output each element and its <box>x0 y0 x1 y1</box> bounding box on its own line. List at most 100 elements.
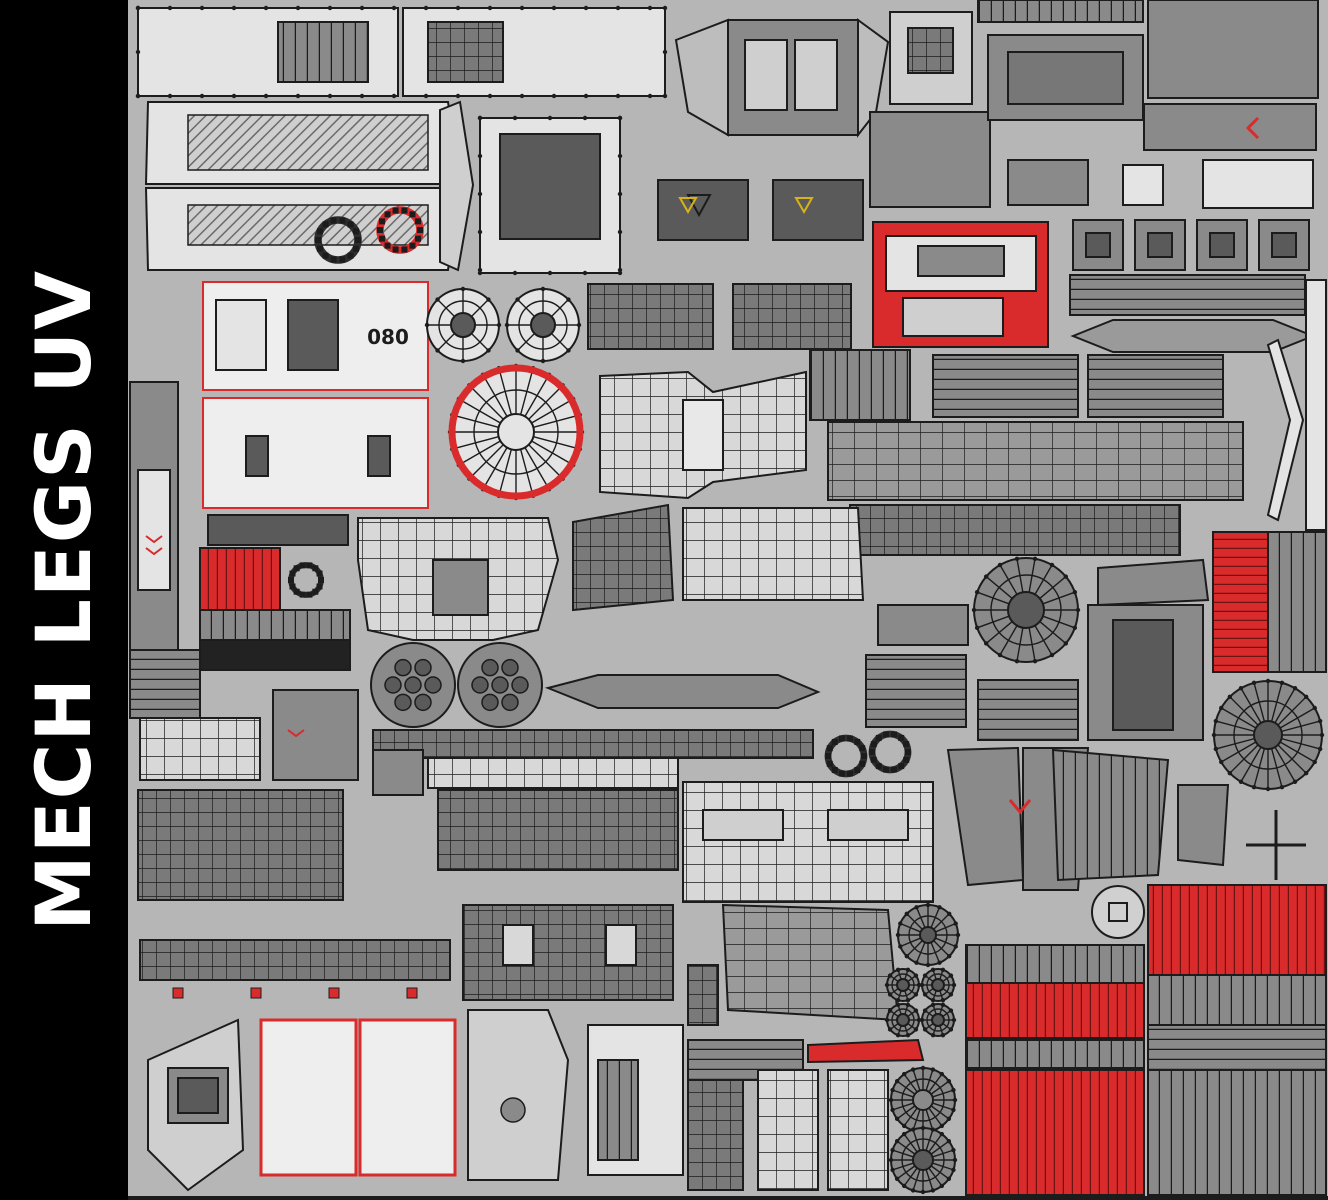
panel-number-decal: 080 <box>367 325 409 349</box>
uv-island-121 <box>597 1059 639 1161</box>
uv-radial-island <box>919 1002 957 1038</box>
uv-island-26 <box>1147 0 1319 99</box>
uv-island-43 <box>1069 274 1306 316</box>
uv-island-89 <box>682 781 934 903</box>
uv-cylinder-cap <box>370 642 456 728</box>
uv-island-100 <box>406 987 418 999</box>
red-border-outline <box>358 1018 457 1177</box>
uv-radial-island <box>504 286 582 364</box>
uv-gear-red <box>376 206 424 254</box>
uv-island-86 <box>427 757 679 789</box>
uv-island-33 <box>1122 164 1164 206</box>
title-sidebar: MECH LEGS UV <box>0 0 128 1200</box>
uv-radial-island <box>919 967 957 1003</box>
uv-gear-black <box>314 216 362 264</box>
uv-island-84 <box>137 789 344 901</box>
red-rim-stroke <box>448 364 584 500</box>
uv-island-117 <box>260 1019 357 1176</box>
uv-island-56 <box>809 349 911 421</box>
uv-radial-island <box>888 1125 958 1195</box>
uv-island-13 <box>744 39 788 111</box>
uv-island-110 <box>965 944 1145 984</box>
uv-island-78 <box>1097 558 1210 607</box>
uv-island-118 <box>359 1019 456 1176</box>
uv-island-46 <box>287 299 339 371</box>
uv-island-111 <box>965 982 1145 1039</box>
uv-island-11 <box>499 133 601 240</box>
uv-radial-island <box>884 1002 922 1038</box>
uv-sheet: 080 <box>128 0 1328 1200</box>
uv-island-9 <box>439 100 475 272</box>
warning-triangle-icon <box>794 197 814 215</box>
uv-island-80 <box>1267 531 1327 673</box>
uv-island-103 <box>605 924 637 966</box>
uv-island-2 <box>277 21 369 83</box>
chevron-down-icon <box>287 729 305 738</box>
uv-vertex-dots <box>135 5 668 99</box>
uv-island-102 <box>502 924 534 966</box>
uv-island-6 <box>187 114 429 171</box>
uv-island-31 <box>902 297 1004 337</box>
uv-sheet-bottom-border <box>128 1196 1328 1200</box>
uv-island-40 <box>1209 232 1235 258</box>
uv-island-108 <box>1147 1024 1327 1071</box>
uv-island-50 <box>367 435 391 477</box>
uv-island-54 <box>587 283 714 350</box>
uv-island-90 <box>702 809 784 841</box>
uv-island-74 <box>865 654 967 728</box>
uv-island-19 <box>772 179 864 241</box>
uv-island-94 <box>1051 748 1170 882</box>
uv-island-109 <box>1147 1069 1327 1196</box>
uv-island-62 <box>682 399 724 471</box>
uv-island-119 <box>467 1009 570 1181</box>
uv-island-67 <box>199 609 351 641</box>
page-title: MECH LEGS UV <box>19 269 108 931</box>
uv-island-30 <box>917 245 1005 277</box>
uv-island-42 <box>1271 232 1297 258</box>
uv-island-97 <box>172 987 184 999</box>
uv-island-91 <box>827 809 909 841</box>
red-border-outline <box>202 397 429 509</box>
uv-island-71 <box>572 503 675 612</box>
uv-radial-island <box>1211 678 1325 792</box>
uv-radial-island <box>888 1065 958 1135</box>
badge-circle <box>1091 885 1145 939</box>
uv-island-52 <box>137 469 171 591</box>
uv-island-65 <box>207 514 349 546</box>
uv-island-116 <box>177 1077 219 1114</box>
uv-island-126 <box>807 1038 925 1064</box>
uv-island-68 <box>199 639 351 671</box>
uv-island-22 <box>869 111 991 208</box>
uv-island-104 <box>721 903 900 1022</box>
uv-island-81 <box>544 674 821 709</box>
uv-radial-island <box>895 902 961 968</box>
uv-island-106 <box>1147 884 1327 976</box>
uv-radial-island <box>884 967 922 1003</box>
uv-gear-small <box>288 562 324 598</box>
uv-island-60 <box>849 504 1181 556</box>
uv-island-17 <box>657 179 749 241</box>
uv-layout-canvas: 080 <box>128 0 1328 1200</box>
uv-radial-island <box>971 556 1081 664</box>
uv-cylinder-cap <box>457 642 543 728</box>
uv-wheel-red <box>447 363 585 501</box>
uv-island-75 <box>977 679 1079 741</box>
uv-island-18 <box>686 194 712 218</box>
chevron-down-icon <box>1008 799 1032 815</box>
chevron-left-icon <box>1245 116 1260 140</box>
close-icon <box>1108 902 1128 922</box>
uv-radial-island <box>424 286 502 364</box>
uv-island-112 <box>965 1039 1145 1069</box>
uv-island-99 <box>328 987 340 999</box>
uv-island-88 <box>437 789 679 871</box>
crosshair-icon <box>1246 810 1306 880</box>
uv-island-27 <box>1143 103 1317 151</box>
uv-island-55 <box>732 283 852 350</box>
uv-island-4 <box>427 21 504 83</box>
uv-island-70 <box>432 559 489 616</box>
uv-island-47 <box>215 299 267 371</box>
red-border-outline <box>259 1018 358 1177</box>
uv-island-105 <box>687 964 719 1026</box>
uv-island-64 <box>1305 279 1327 531</box>
